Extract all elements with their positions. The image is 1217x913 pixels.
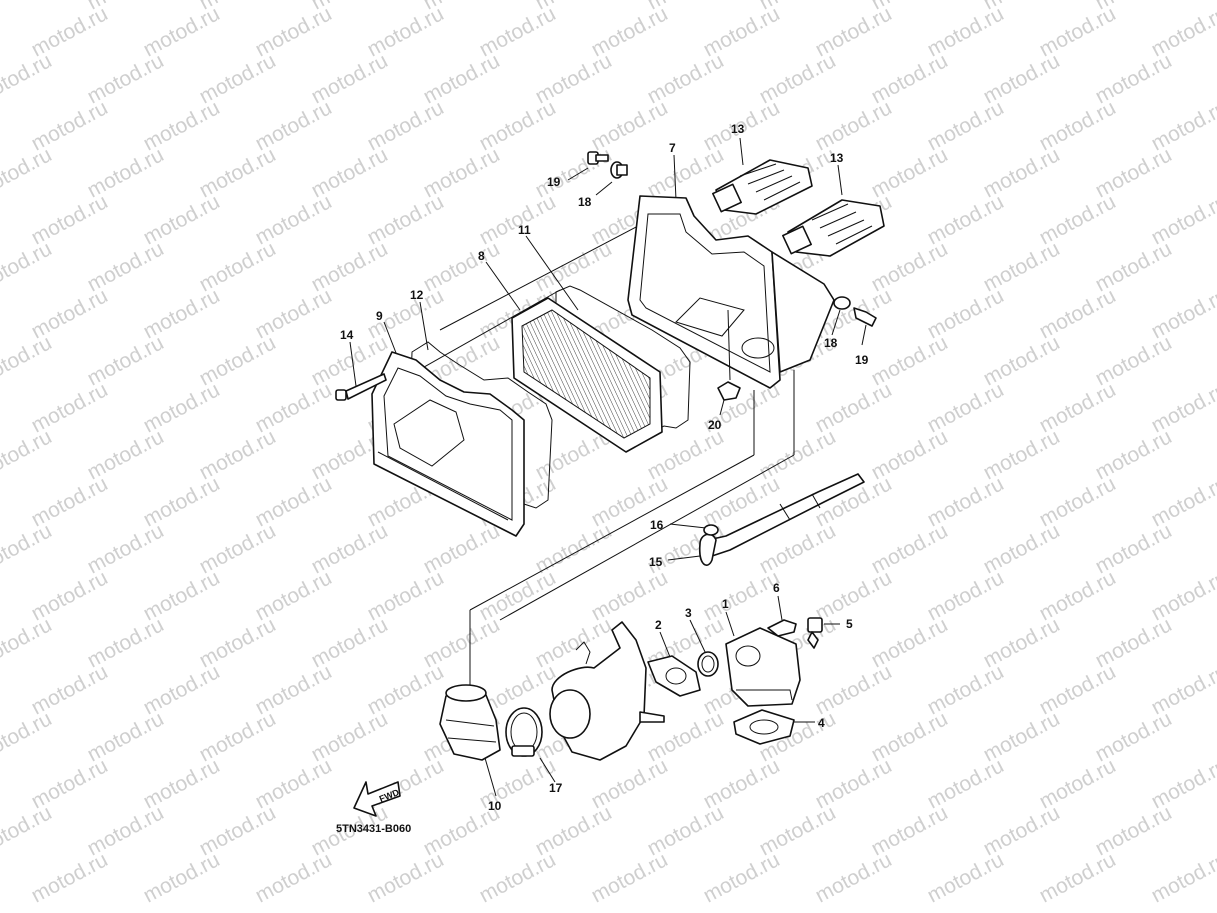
watermark-text: motod.ru	[588, 848, 672, 907]
watermark-text: motod.ru	[28, 848, 112, 907]
watermark-text: motod.ru	[0, 331, 56, 390]
screw-19-top	[587, 151, 609, 165]
drain-hose-13a	[712, 159, 813, 215]
callout-13b: 13	[830, 151, 844, 165]
callout-11: 11	[518, 223, 531, 237]
screw-19-right	[853, 307, 877, 327]
watermark-text: motod.ru	[924, 848, 1008, 907]
callout-18a: 18	[578, 195, 592, 209]
washer-18-right	[833, 296, 851, 310]
callout-5: 5	[846, 617, 853, 631]
callout-12: 12	[410, 288, 424, 302]
watermark-text: motod.ru	[1148, 848, 1217, 907]
watermark-text: motod.ru	[0, 237, 56, 296]
watermark-text: motod.ru	[0, 613, 56, 672]
callout-6: 6	[773, 581, 780, 595]
joint-10	[439, 684, 501, 761]
callout-3: 3	[685, 606, 692, 620]
callout-10: 10	[488, 799, 502, 813]
callout-4: 4	[818, 716, 825, 730]
watermark-text: motod.ru	[364, 848, 448, 907]
watermark-text: motod.ru	[252, 848, 336, 907]
watermark-text: motod.ru	[812, 848, 896, 907]
watermark-text: motod.ru	[140, 848, 224, 907]
fwd-arrow-icon: FWD	[353, 781, 401, 817]
watermark-text: motod.ru	[0, 801, 56, 860]
watermark-text: motod.ru	[0, 49, 56, 108]
intake-manifold-1	[725, 627, 801, 707]
watermark-text: motod.ru	[1036, 848, 1120, 907]
watermark-text: motod.ru	[0, 0, 56, 14]
insulator-2	[647, 655, 701, 697]
callout-2: 2	[655, 618, 662, 632]
callout-19a: 19	[547, 175, 561, 189]
watermark-text: motod.ru	[700, 848, 784, 907]
callout-20: 20	[708, 418, 722, 432]
callout-7: 7	[669, 141, 676, 155]
watermark-text: motod.ru	[0, 425, 56, 484]
callout-8: 8	[478, 249, 485, 263]
callout-17: 17	[549, 781, 563, 795]
drain-hose-13b	[782, 199, 885, 257]
filter-element-8	[511, 297, 663, 453]
carburetor-body	[549, 621, 665, 761]
air-filter-case-7	[627, 195, 835, 389]
callout-16: 16	[650, 518, 664, 532]
clamp-16	[703, 524, 719, 536]
callout-13a: 13	[731, 122, 745, 136]
callout-labels: 13 13 7 19 18 11 8 12 9 14 18 19 20 16 1…	[340, 122, 869, 813]
clamp-17	[505, 707, 543, 757]
watermark-text: motod.ru	[0, 707, 56, 766]
callout-19b: 19	[855, 353, 869, 367]
callout-9: 9	[376, 309, 383, 323]
diagram-code: 5TN3431-B060	[336, 823, 411, 835]
washer-18-top	[610, 161, 628, 179]
clip-20	[717, 381, 741, 401]
manifold-gasket-4	[733, 709, 795, 745]
callout-1: 1	[722, 597, 729, 611]
leader-lines	[349, 137, 867, 797]
callout-18b: 18	[824, 336, 838, 350]
callout-14: 14	[340, 328, 354, 342]
watermark-text: motod.ru	[476, 848, 560, 907]
bolt-6	[767, 619, 797, 637]
case-cover-9	[371, 351, 525, 537]
bolt-5	[807, 617, 823, 649]
screw-14	[335, 373, 387, 401]
o-ring-3	[697, 651, 719, 677]
watermark-text: motod.ru	[0, 143, 56, 202]
callout-15: 15	[649, 555, 663, 569]
watermark-text: motod.ru	[0, 519, 56, 578]
drain-pipe-15	[698, 473, 865, 566]
